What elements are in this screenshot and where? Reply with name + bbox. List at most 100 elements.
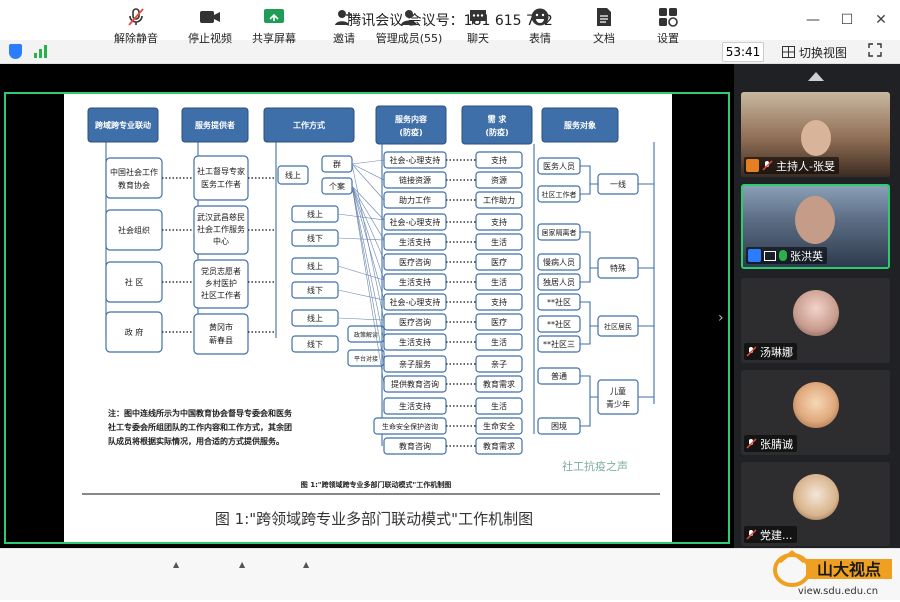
header-targets: [541, 107, 619, 143]
stop-video-button[interactable]: 停止视频: [186, 0, 234, 52]
col5-boxes: 支持 资源 工作助力 支持 生活 医疗 生活 支持 医疗 生活 亲子 教育需求 …: [475, 151, 523, 455]
svg-text:社工督导专家: 社工督导专家: [197, 166, 245, 176]
collapse-sidebar-icon[interactable]: ›: [718, 310, 724, 326]
svg-text:生命安全: 生命安全: [483, 421, 515, 431]
watermark-logo-icon: [773, 553, 811, 587]
user-icon: [748, 249, 761, 262]
switch-view-label: 切换视图: [799, 45, 848, 60]
mic-off-icon: [746, 438, 757, 449]
svg-text:中国社会工作: 中国社会工作: [110, 167, 158, 177]
slide-caption: 图 1:"跨领域跨专业多部门联动模式"工作机制图: [215, 510, 533, 528]
svg-text:线下: 线下: [307, 285, 323, 295]
svg-text:普通: 普通: [551, 371, 567, 381]
svg-text:社 区: 社 区: [125, 277, 144, 287]
svg-text:社会-心理支持: 社会-心理支持: [390, 297, 441, 307]
security-shield-icon[interactable]: [9, 44, 22, 59]
participant-tile[interactable]: 汤琳娜: [741, 278, 890, 363]
share-screen-button[interactable]: 共享屏幕: [250, 0, 298, 52]
chat-icon: [467, 7, 489, 27]
manage-members-button[interactable]: 管理成员(55): [372, 0, 446, 52]
mic-muted-icon: [125, 7, 147, 27]
svg-text:社区工作者: 社区工作者: [542, 190, 577, 199]
svg-text:一线: 一线: [610, 179, 626, 189]
network-signal-icon[interactable]: [34, 45, 47, 58]
avatar: [793, 290, 839, 336]
svg-text:链接资源: 链接资源: [399, 175, 431, 185]
documents-button[interactable]: 文档: [582, 0, 626, 52]
svg-text:群: 群: [333, 159, 341, 169]
svg-text:线上: 线上: [307, 209, 323, 219]
svg-text:政 府: 政 府: [125, 327, 144, 337]
fullscreen-icon[interactable]: [868, 43, 882, 57]
svg-text:**社区: **社区: [547, 319, 571, 329]
invite-button[interactable]: 邀请: [322, 0, 366, 52]
chat-button[interactable]: 聊天: [456, 0, 500, 52]
header-text: 服务内容: [395, 114, 427, 124]
svg-text:社会组织: 社会组织: [118, 225, 150, 235]
video-options-chevron-icon[interactable]: ▲: [239, 560, 246, 569]
audio-options-chevron-icon[interactable]: ▲: [173, 560, 180, 569]
svg-text:蕲春县: 蕲春县: [209, 335, 233, 345]
svg-text:黄冈市: 黄冈市: [209, 322, 233, 332]
col6-boxes: 医务人员 社区工作者 居家隔离者 慢病人员 独居人员 **社区 **社区 **社…: [537, 157, 581, 435]
col7-boxes: 一线 特殊 社区居民 儿童 青少年: [597, 173, 639, 415]
svg-text:线上: 线上: [285, 170, 301, 180]
svg-text:亲子: 亲子: [491, 359, 507, 369]
participant-tile[interactable]: 党建...: [741, 462, 890, 546]
scroll-up-icon[interactable]: [808, 72, 824, 81]
col4-boxes: 社会-心理支持 链接资源 助力工作 社会-心理支持 生活支持 医疗咨询 生活支持…: [373, 151, 447, 455]
add-user-icon: [333, 7, 355, 27]
participant-label: 党建...: [744, 526, 797, 543]
share-options-chevron-icon[interactable]: ▲: [303, 560, 310, 569]
watermark-url: view.sdu.edu.cn: [798, 586, 878, 597]
avatar: [793, 382, 839, 428]
meeting-timer: 53:41: [722, 42, 764, 62]
svg-text:慢病人员: 慢病人员: [543, 257, 575, 267]
maximize-icon[interactable]: ☐: [840, 12, 854, 28]
members-icon: [398, 7, 420, 27]
svg-text:生活支持: 生活支持: [399, 337, 431, 347]
svg-text:注：图中连线所示为中国教育协会督导专委会和医务: 注：图中连线所示为中国教育协会督导专委会和医务: [108, 408, 293, 418]
title-bar: 腾讯会议 会议号：181 615 792: [0, 0, 900, 40]
participant-label: 张洪英: [746, 247, 827, 264]
grid-view-icon: [782, 46, 795, 58]
participant-label: 主持人-张旻: [744, 157, 839, 174]
settings-button[interactable]: 设置: [646, 0, 690, 52]
close-icon[interactable]: ✕: [875, 12, 887, 28]
meeting-toolbar: [0, 548, 900, 600]
svg-text:支持: 支持: [491, 217, 507, 227]
participant-tile-active-speaker[interactable]: 张洪英: [741, 184, 890, 269]
mic-off-icon: [746, 346, 757, 357]
slide-note: 注：图中连线所示为中国教育协会督导专委会和医务 社工专委会所组团队的工作内容和工…: [107, 408, 293, 446]
svg-text:支持: 支持: [491, 155, 507, 165]
header-text: 服务提供者: [195, 120, 235, 130]
svg-text:教育咨询: 教育咨询: [399, 441, 431, 451]
brand-watermark: 社工抗疫之声: [562, 459, 628, 473]
svg-text:特殊: 特殊: [610, 263, 626, 273]
header-text: 服务对象: [564, 120, 596, 130]
participant-label: 汤琳娜: [744, 343, 797, 360]
figure-small-caption: 图 1:"跨领域跨专业多部门联动模式"工作机制图: [301, 480, 451, 489]
shared-slide: .hdr { fill:#3f6fa8; stroke:#2b4f7d; } .…: [64, 94, 672, 542]
watermark-title: 山大视点: [817, 560, 881, 579]
mechanism-diagram: .hdr { fill:#3f6fa8; stroke:#2b4f7d; } .…: [82, 105, 660, 528]
header-text: 工作方式: [293, 120, 325, 130]
participant-tile[interactable]: 张腈诚: [741, 370, 890, 455]
svg-text:乡村医护: 乡村医护: [205, 278, 237, 288]
svg-text:生活: 生活: [491, 277, 507, 287]
svg-text:生活支持: 生活支持: [399, 237, 431, 247]
svg-text:医务人员: 医务人员: [543, 161, 575, 171]
svg-text:教育需求: 教育需求: [483, 441, 515, 451]
svg-text:平台对接: 平台对接: [354, 355, 378, 363]
participant-tile-host[interactable]: 主持人-张旻: [741, 92, 890, 177]
reactions-button[interactable]: 表情: [518, 0, 562, 52]
header-needs: [461, 105, 533, 145]
svg-text:社工专委会所组团队的工作内容和工作方式，其余团: 社工专委会所组团队的工作内容和工作方式，其余团: [107, 422, 292, 432]
svg-text:政策解读: 政策解读: [354, 331, 378, 339]
switch-view-button[interactable]: 切换视图: [782, 42, 847, 62]
header-work-mode: [263, 107, 355, 143]
unmute-button[interactable]: 解除静音: [112, 0, 160, 52]
sdu-watermark: 山大视点 view.sdu.edu.cn: [770, 542, 898, 598]
minimize-icon[interactable]: —: [806, 12, 820, 28]
svg-text:资源: 资源: [491, 175, 507, 185]
